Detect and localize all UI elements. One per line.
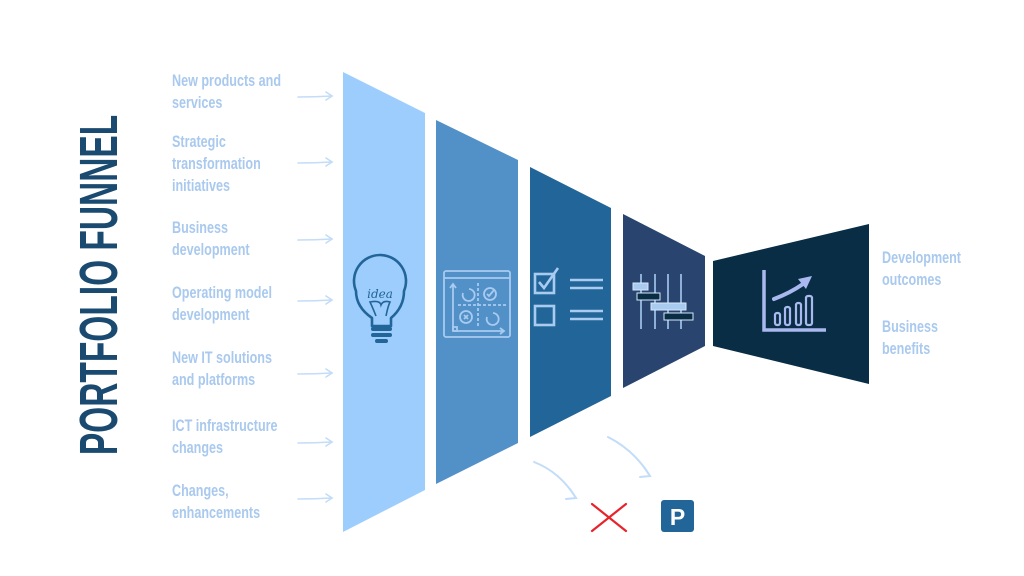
input-label-business-dev: Business development — [172, 217, 250, 261]
funnel-stage-3 — [530, 167, 611, 437]
label-line: development — [172, 240, 250, 259]
svg-text:idea: idea — [367, 287, 393, 301]
checklist-icon — [533, 267, 603, 327]
exit-arrows — [533, 436, 652, 500]
label-line: Operating model — [172, 283, 272, 302]
arrow-icon — [297, 91, 334, 101]
input-label-changes: Changes, enhancements — [172, 480, 260, 524]
arrow-icon — [297, 295, 334, 305]
label-line: enhancements — [172, 503, 261, 522]
label-line: Strategic — [172, 132, 226, 151]
arrow-icon — [297, 437, 334, 447]
label-line: initiatives — [172, 176, 231, 195]
label-line: ICT infrastructure — [172, 416, 278, 435]
label-line: outcomes — [882, 270, 942, 289]
lightbulb-idea-icon: idea — [352, 253, 408, 343]
label-line: services — [172, 93, 223, 112]
input-label-new-products: New products and services — [172, 70, 281, 114]
label-line: transformation — [172, 154, 261, 173]
strategy-board-icon — [443, 270, 511, 338]
label-line: Changes, — [172, 481, 229, 500]
output-label-benefits: Business benefits — [882, 316, 938, 360]
rejected-x-icon — [590, 502, 628, 533]
output-label-development: Development outcomes — [882, 247, 961, 291]
parked-label: P — [670, 504, 685, 530]
arrow-icon — [297, 234, 334, 244]
input-label-new-it: New IT solutions and platforms — [172, 347, 272, 391]
input-label-operating-model: Operating model development — [172, 282, 272, 326]
gantt-chart-icon — [632, 274, 694, 329]
input-label-strategic: Strategic transformation initiatives — [172, 131, 261, 197]
growth-chart-icon — [762, 270, 826, 332]
arrow-icon — [607, 436, 652, 478]
funnel-stage-5 — [713, 224, 869, 384]
input-label-ict: ICT infrastructure changes — [172, 415, 278, 459]
label-line: Business — [172, 218, 228, 237]
label-line: New products and — [172, 71, 282, 90]
label-line: benefits — [882, 339, 931, 358]
label-line: changes — [172, 438, 224, 457]
label-line: New IT solutions — [172, 348, 272, 367]
parked-icon: P — [661, 500, 694, 532]
arrow-icon — [297, 493, 334, 503]
funnel-stage-4 — [623, 214, 705, 388]
label-line: Development — [882, 248, 961, 267]
arrow-icon — [297, 368, 334, 378]
arrow-icon — [297, 157, 334, 167]
label-line: development — [172, 305, 250, 324]
funnel-stage-2 — [436, 120, 518, 484]
label-line: Business — [882, 317, 938, 336]
arrow-icon — [533, 461, 578, 500]
label-line: and platforms — [172, 370, 256, 389]
input-arrows — [297, 91, 334, 503]
